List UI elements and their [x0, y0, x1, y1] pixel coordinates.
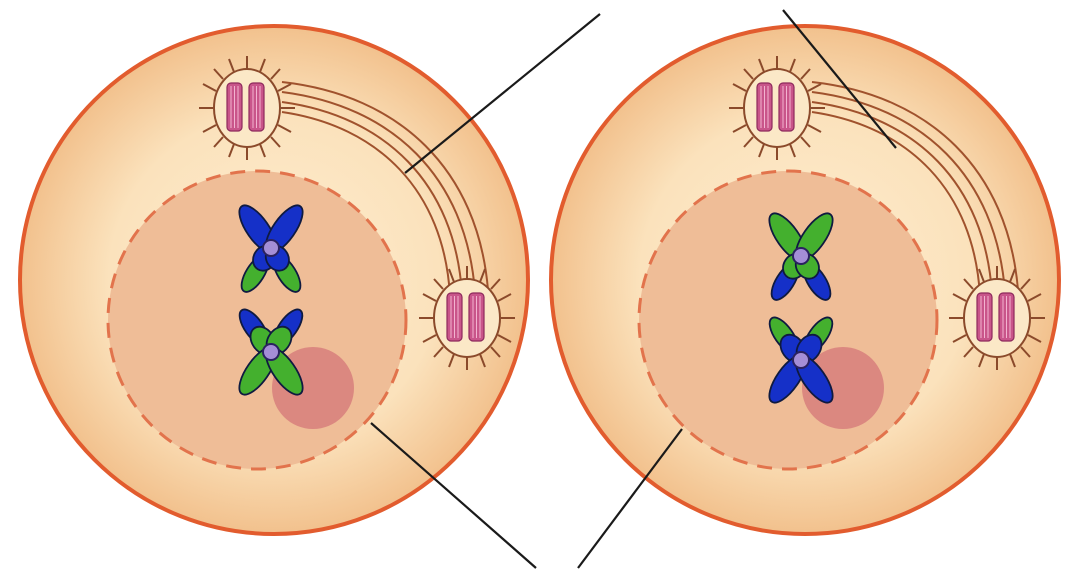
leader-line-nucleus-left: [370, 422, 537, 569]
chromosome: [238, 308, 304, 396]
right-cell: [549, 24, 1061, 536]
leader-line-spindle-left: [404, 13, 601, 174]
nuclear-envelope: [637, 169, 939, 471]
spindle-fibers: [811, 81, 1019, 297]
leader-line-nucleus-right: [577, 428, 683, 569]
chromosome: [768, 316, 834, 404]
centromere: [262, 239, 280, 257]
leader-line-spindle-right: [782, 9, 897, 149]
centromere: [792, 247, 810, 265]
centromere: [792, 351, 810, 369]
nucleus: [637, 169, 939, 471]
left-cell: [18, 24, 530, 536]
leader-lines: [370, 9, 897, 569]
centromere: [262, 343, 280, 361]
chromosome: [238, 204, 304, 293]
spindle-fibers: [281, 81, 489, 297]
chromosome: [768, 212, 834, 301]
nucleolus: [802, 347, 884, 429]
